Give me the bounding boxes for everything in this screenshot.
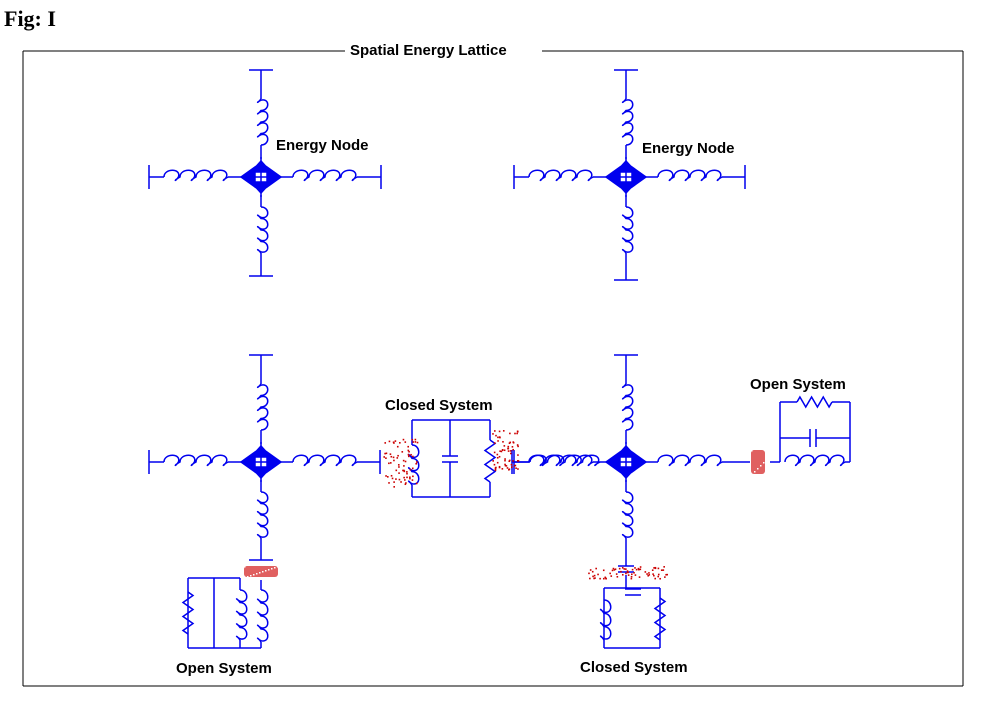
open-system-right-capacitor [809,429,817,447]
open-system-bottom-coupling [244,566,279,578]
energy-node-label-top-right: Energy Node [642,140,735,157]
open-system-bottom-coil-right [256,589,269,643]
closed-system-middle-noise-right [492,430,520,472]
energy-node-bottom-left-coil-top [256,383,269,431]
energy-node-top-left-coil-left [163,169,229,182]
energy-node-top-right-coil-bottom [621,206,634,254]
energy-node-top-left-coil-right [292,169,358,182]
closed-system-label-middle: Closed System [385,397,493,414]
open-system-bottom-resistor [181,591,195,635]
frame-title: Spatial Energy Lattice [350,42,507,59]
energy-node-top-left-coil-bottom [256,206,269,254]
energy-node-bottom-right-coil-bottom [621,491,634,539]
closed-system-middle-capacitor [442,455,458,463]
energy-node-label-top-left: Energy Node [276,137,369,154]
energy-node-top-right-coil-left [528,169,594,182]
figure-label: Fig: I [4,6,56,31]
open-system-right-resistor [796,395,833,409]
closed-system-bottom-resistor [653,597,667,641]
energy-node-bottom-right-core [604,442,648,482]
open-system-bottom-coil-left [235,589,248,641]
energy-node-bottom-right-coil-left [528,454,594,467]
energy-node-top-left-coil-top [256,98,269,146]
open-system-label-bottom: Open System [176,660,272,677]
energy-node-bottom-left-coil-right [292,454,358,467]
energy-node-top-left-core [239,157,283,197]
energy-node-bottom-left-coil-bottom [256,491,269,539]
closed-system-middle-noise-left [383,438,419,488]
open-system-right-coil [784,454,846,467]
closed-system-label-bottom: Closed System [580,659,688,676]
energy-node-bottom-left-coil-left [163,454,229,467]
energy-node-top-right-core [604,157,648,197]
closed-to-node-coil [529,454,601,467]
energy-node-bottom-right-coil-top [621,383,634,431]
closed-system-bottom-noise [588,566,669,580]
energy-node-top-right-coil-top [621,98,634,146]
closed-system-bottom-coil [599,599,612,641]
open-system-label-right: Open System [750,376,846,393]
diagram-frame [22,50,964,687]
energy-node-bottom-left-core [239,442,283,482]
closed-system-bottom-capacitor [625,588,641,596]
closed-system-middle-coil [407,444,420,486]
closed-system-middle-resistor [483,439,497,483]
open-system-right-coupling [751,450,765,474]
energy-node-top-right-coil-right [657,169,723,182]
energy-node-bottom-right-coil-right [657,454,723,467]
